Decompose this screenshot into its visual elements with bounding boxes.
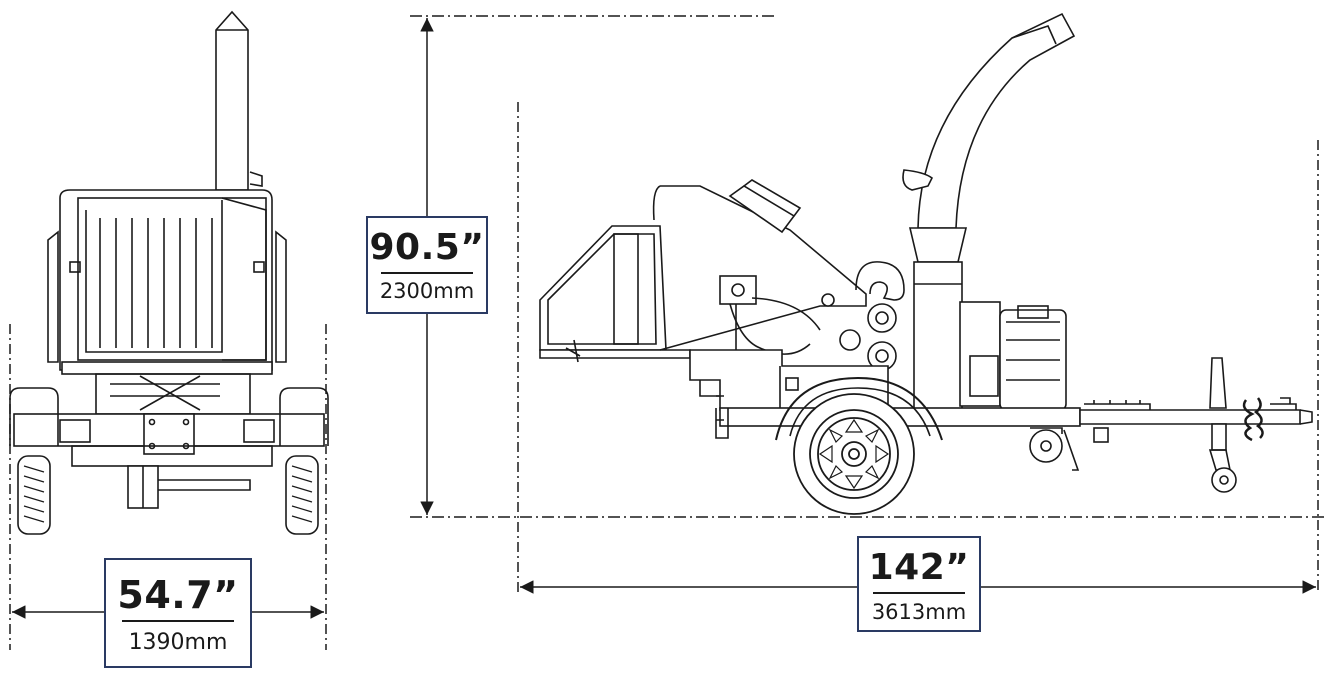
width-divider <box>122 620 234 622</box>
height-metric: 2300mm <box>379 279 475 303</box>
height-divider <box>381 272 473 274</box>
length-divider <box>873 592 965 594</box>
length-dimension-label: 142” 3613mm <box>857 536 981 632</box>
height-imperial: 90.5” <box>369 227 485 268</box>
width-metric: 1390mm <box>128 630 228 655</box>
side-view-machine <box>539 12 1313 493</box>
front-view-machine <box>9 10 329 509</box>
height-dimension-label: 90.5” 2300mm <box>366 216 488 314</box>
front-view-tires <box>17 455 319 535</box>
length-imperial: 142” <box>868 547 970 588</box>
length-metric: 3613mm <box>871 600 967 624</box>
width-imperial: 54.7” <box>117 573 239 617</box>
width-dimension-label: 54.7” 1390mm <box>104 558 252 668</box>
side-view-wheel <box>793 393 915 515</box>
